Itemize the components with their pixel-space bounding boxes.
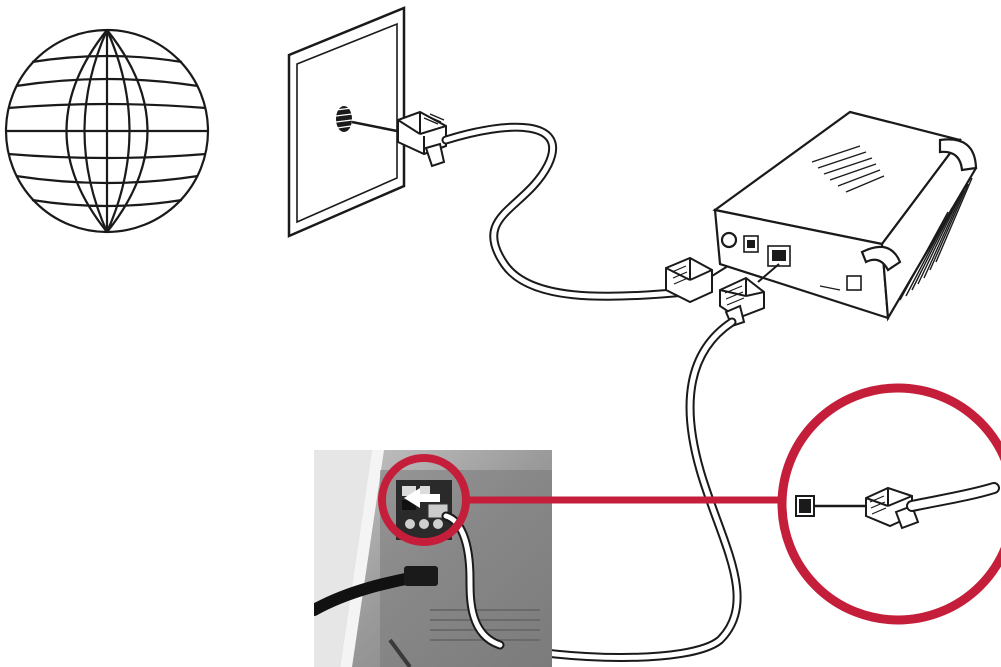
- wall-socket-icon: [336, 106, 352, 132]
- ethernet-port-icon: [796, 496, 814, 516]
- globe-icon: [6, 30, 208, 232]
- phone-wall-jack-icon: [289, 8, 446, 236]
- phone-cable-icon: [446, 127, 685, 296]
- modem-ethernet-plug-icon: [720, 278, 764, 326]
- computer-back-panel-photo: [314, 450, 552, 667]
